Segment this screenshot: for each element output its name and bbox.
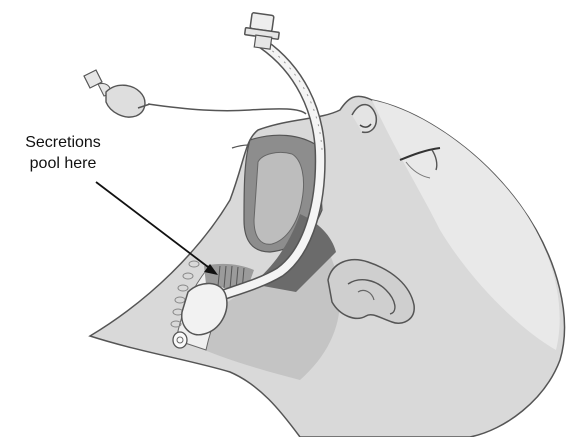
- patient-head: [90, 96, 564, 437]
- callout-line-1: Secretions: [8, 132, 118, 153]
- callout-arrow: [96, 182, 218, 275]
- pilot-balloon: [84, 70, 306, 117]
- callout-line-2: pool here: [8, 153, 118, 174]
- secretions-callout-label: Secretions pool here: [8, 132, 118, 174]
